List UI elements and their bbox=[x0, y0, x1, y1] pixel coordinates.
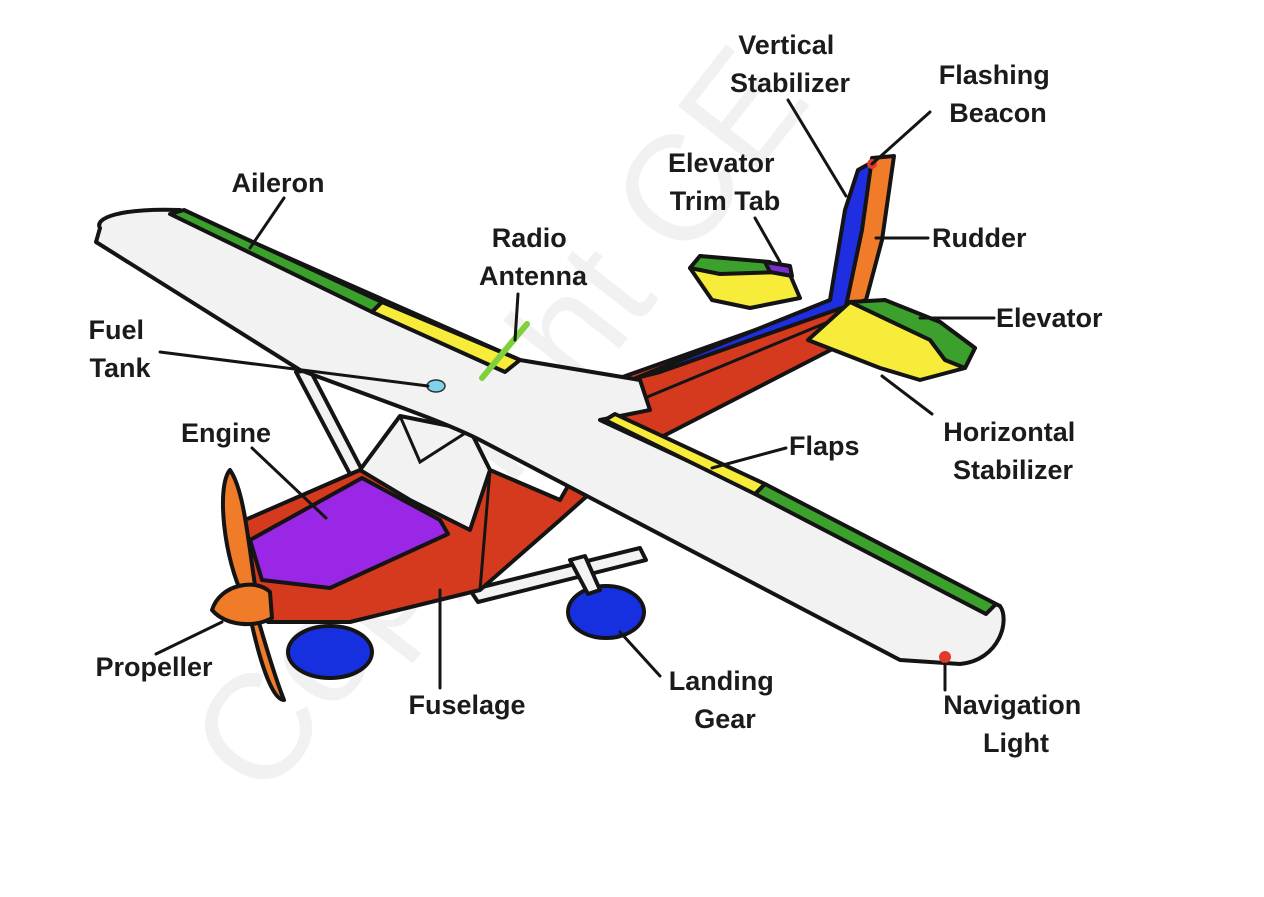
label-fuselage: Fuselage bbox=[408, 690, 525, 720]
propeller-spinner bbox=[212, 585, 272, 624]
landing-gear-nose bbox=[288, 626, 372, 678]
label-navigation-light: Navigation Light bbox=[943, 690, 1089, 758]
leader-flashing-beacon bbox=[872, 112, 930, 164]
label-engine: Engine bbox=[181, 418, 271, 448]
label-elevator: Elevator bbox=[996, 303, 1103, 333]
label-landing-gear: Landing Gear bbox=[669, 666, 782, 734]
landing-gear-main bbox=[568, 586, 644, 638]
label-flashing-beacon: Flashing Beacon bbox=[939, 60, 1058, 128]
label-aileron: Aileron bbox=[231, 168, 324, 198]
label-propeller: Propeller bbox=[95, 652, 213, 682]
label-fuel-tank: Fuel Tank bbox=[88, 315, 151, 383]
fuel-tank-part bbox=[427, 380, 445, 392]
label-horizontal-stabilizer: Horizontal Stabilizer bbox=[943, 417, 1083, 485]
label-flaps: Flaps bbox=[789, 431, 860, 461]
leader-flaps bbox=[712, 448, 786, 468]
leader-elevator-trim-tab bbox=[755, 218, 780, 262]
leader-landing-gear bbox=[620, 632, 660, 676]
leader-horizontal-stabilizer bbox=[882, 376, 932, 414]
navigation-light-part bbox=[939, 651, 951, 663]
label-rudder: Rudder bbox=[932, 223, 1027, 253]
leader-aileron bbox=[250, 198, 284, 248]
